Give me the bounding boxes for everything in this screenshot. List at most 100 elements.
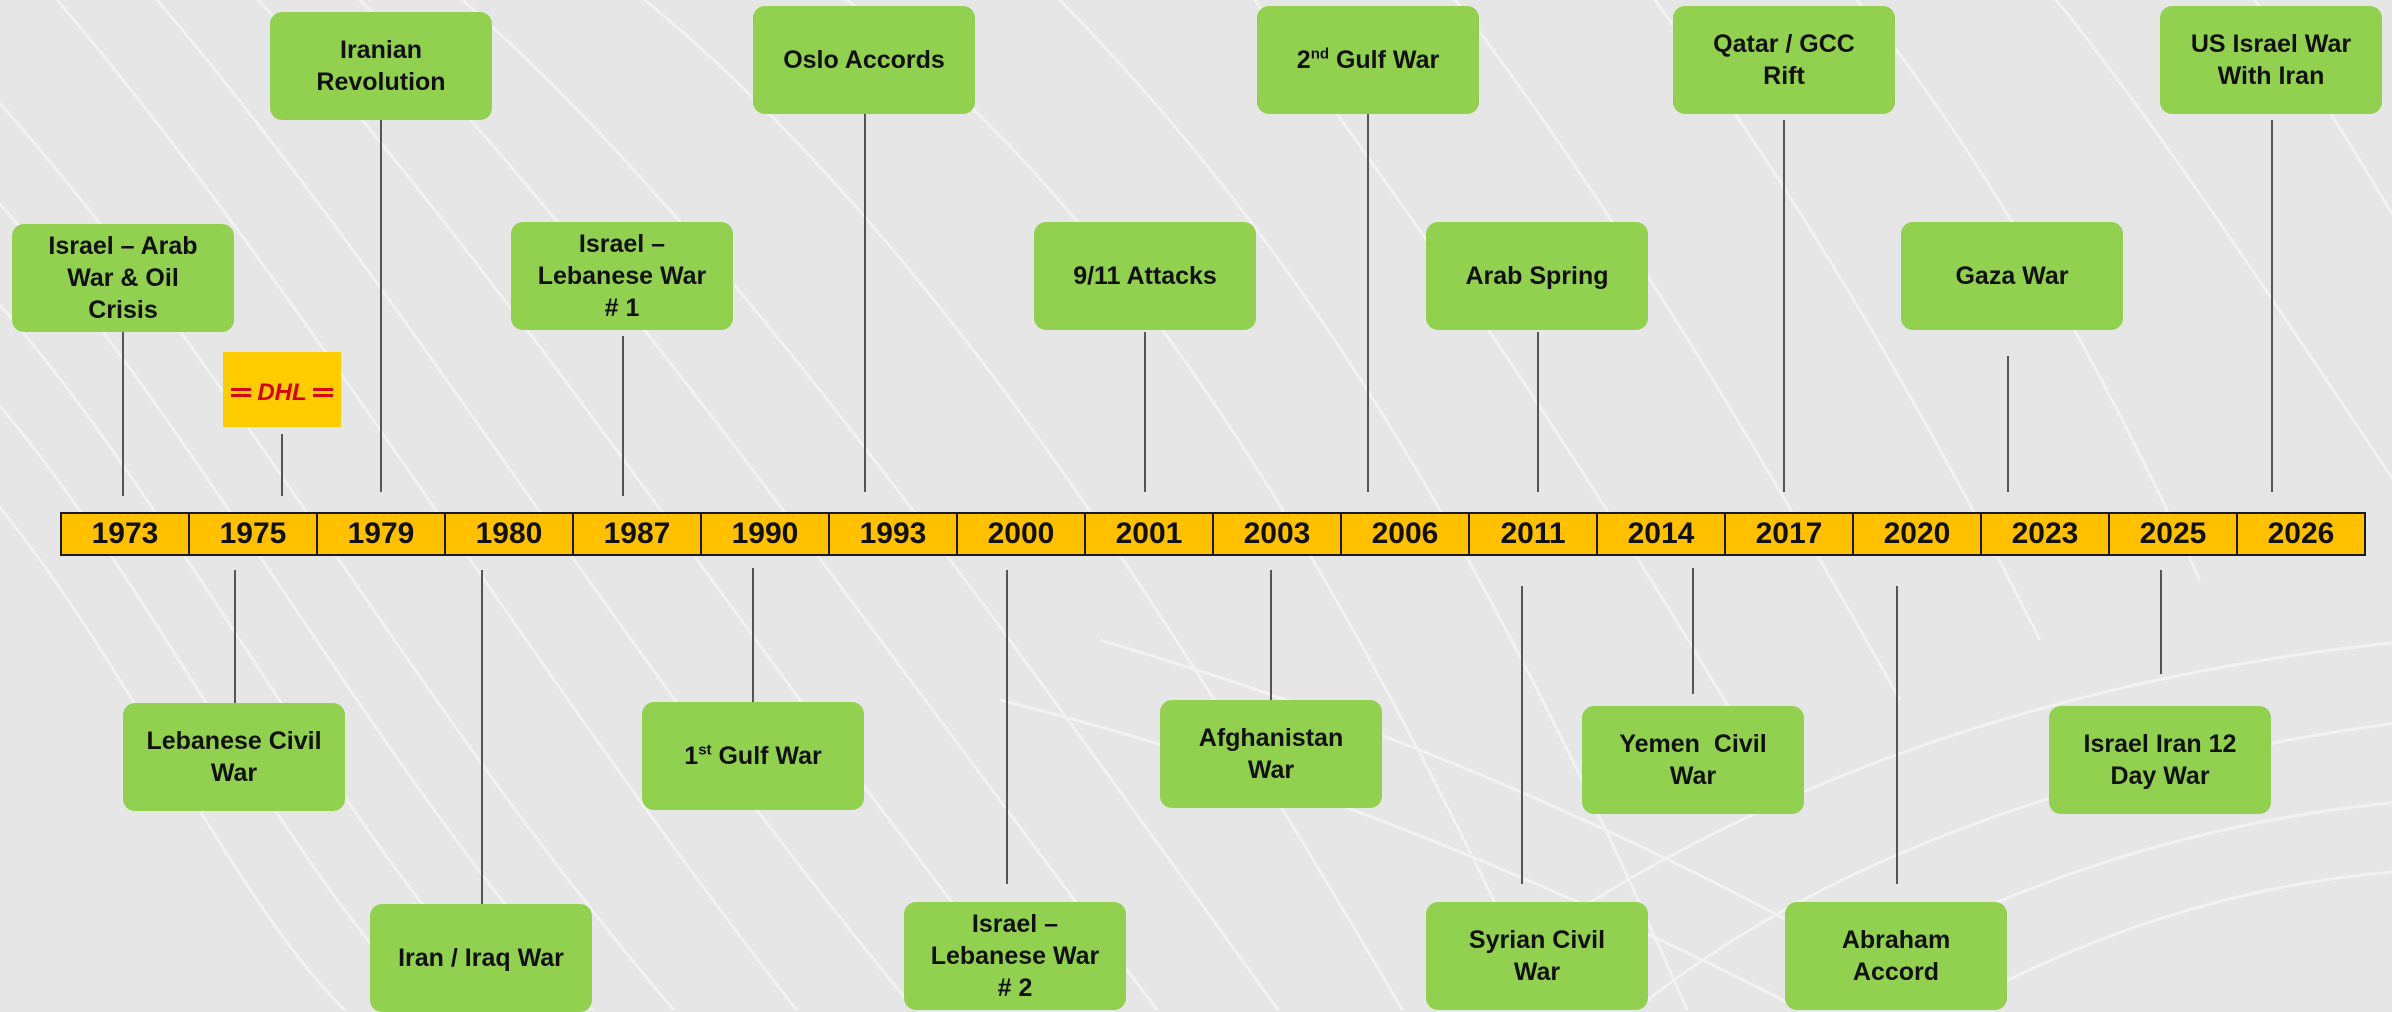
connector-line — [1521, 586, 1523, 884]
event-label: Oslo Accords — [783, 46, 945, 74]
year-cell: 2025 — [2110, 514, 2238, 554]
connector-line — [2007, 356, 2009, 492]
svg-text:DHL: DHL — [257, 379, 306, 406]
year-cell: 1990 — [702, 514, 830, 554]
event-lebanese-civil-war: Lebanese Civil War — [123, 703, 345, 811]
connector-line — [1367, 114, 1369, 492]
connector-line — [864, 114, 866, 492]
event-iranian-revolution: Iranian Revolution — [270, 12, 492, 120]
event-israel-lebanese-war-2: Israel – Lebanese War # 2 — [904, 902, 1126, 1010]
event-arab-spring: Arab Spring — [1426, 222, 1648, 330]
connector-line — [2160, 570, 2162, 674]
connector-line — [234, 570, 236, 704]
connector-line — [622, 336, 624, 496]
event-label-line: Lebanese Civil — [146, 727, 322, 755]
connector-line — [1006, 570, 1008, 884]
dhl-logo-mark: DHL — [231, 379, 333, 406]
year-cell: 2001 — [1086, 514, 1214, 554]
event-label-line: Afghanistan — [1198, 724, 1344, 752]
event-label-line: War & Oil — [67, 264, 179, 292]
event-label: 9/11 Attacks — [1073, 262, 1217, 290]
event-label: Israel – Lebanese War # 2 — [931, 908, 1100, 1004]
event-label-line: Rift — [1763, 62, 1805, 90]
event-label: Yemen Civil War — [1619, 728, 1766, 792]
ordinal-number: 1 — [684, 742, 699, 770]
event-label: Lebanese Civil War — [146, 725, 321, 789]
year-cell: 2000 — [958, 514, 1086, 554]
event-label-line: War — [1669, 762, 1717, 790]
connector-line — [1783, 120, 1785, 492]
year-cell: 1979 — [318, 514, 446, 554]
event-label-line: War — [1513, 958, 1561, 986]
event-2nd-gulf-war: 2nd Gulf War — [1257, 6, 1479, 114]
year-cell: 2014 — [1598, 514, 1726, 554]
ordinal-suffix: st — [698, 741, 712, 759]
event-gaza-war: Gaza War — [1901, 222, 2123, 330]
event-label-line: War — [1247, 756, 1295, 784]
event-label-line: Israel Iran 12 — [2083, 730, 2237, 758]
event-label: Afghanistan War — [1199, 722, 1343, 786]
event-label: US Israel War With Iran — [2191, 28, 2351, 92]
event-qatar-gcc-rift: Qatar / GCC Rift — [1673, 6, 1895, 114]
connector-line — [281, 434, 283, 496]
connector-line — [122, 332, 124, 496]
event-label: Iran / Iraq War — [398, 944, 564, 972]
event-label-line: Lebanese War — [537, 262, 707, 290]
event-label: Israel – Arab War & Oil Crisis — [48, 230, 197, 326]
event-label-line: Israel – — [578, 230, 666, 258]
event-label: Syrian Civil War — [1469, 924, 1605, 988]
year-cell: 1993 — [830, 514, 958, 554]
event-label: Abraham Accord — [1842, 924, 1950, 988]
event-label-line: Israel – Arab — [48, 232, 198, 260]
connector-line — [1692, 568, 1694, 694]
event-label: Qatar / GCC Rift — [1713, 28, 1855, 92]
year-cell: 2011 — [1470, 514, 1598, 554]
event-911-attacks: 9/11 Attacks — [1034, 222, 1256, 330]
event-label-text: Gulf War — [1329, 46, 1440, 74]
event-label-text: Gulf War — [711, 742, 822, 770]
event-label-line: Yemen Civil — [1619, 730, 1767, 758]
connector-line — [481, 570, 483, 904]
event-label-line: Israel – — [971, 910, 1059, 938]
event-label: 2nd Gulf War — [1297, 44, 1439, 76]
event-label-line: Abraham — [1841, 926, 1951, 954]
year-cell: 1987 — [574, 514, 702, 554]
connector-line — [752, 568, 754, 702]
year-cell: 2020 — [1854, 514, 1982, 554]
event-label-line: War — [210, 759, 258, 787]
connector-line — [2271, 120, 2273, 492]
year-cell: 2003 — [1214, 514, 1342, 554]
event-iran-iraq-war: Iran / Iraq War — [370, 904, 592, 1012]
event-label: Gaza War — [1955, 262, 2069, 290]
event-yemen-civil-war: Yemen Civil War — [1582, 706, 1804, 814]
event-label-line: Revolution — [316, 68, 446, 96]
event-label: Iranian Revolution — [316, 34, 445, 98]
event-label: Israel Iran 12 Day War — [2084, 728, 2237, 792]
event-label: 1st Gulf War — [684, 740, 821, 772]
event-label-line: Syrian Civil — [1468, 926, 1606, 954]
event-oslo-accords: Oslo Accords — [753, 6, 975, 114]
event-label-line: Qatar / GCC — [1713, 30, 1855, 58]
dhl-logo: DHL — [223, 352, 341, 427]
event-label-line: With Iran — [2217, 62, 2325, 90]
event-label: Israel – Lebanese War # 1 — [538, 228, 707, 324]
event-label: Arab Spring — [1465, 262, 1609, 290]
event-label-line: # 2 — [997, 974, 1033, 1002]
timeline-year-bar: 1973 1975 1979 1980 1987 1990 1993 2000 … — [60, 512, 2366, 556]
year-cell: 2026 — [2267, 517, 2335, 550]
connector-line — [380, 120, 382, 492]
event-israel-arab-war: Israel – Arab War & Oil Crisis — [12, 224, 234, 332]
event-us-israel-war-iran: US Israel War With Iran — [2160, 6, 2382, 114]
event-syrian-civil-war: Syrian Civil War — [1426, 902, 1648, 1010]
connector-line — [1270, 570, 1272, 700]
event-afghanistan-war: Afghanistan War — [1160, 700, 1382, 808]
connector-line — [1537, 332, 1539, 492]
event-label-line: Iranian — [340, 36, 422, 64]
event-israel-iran-12-day-war: Israel Iran 12 Day War — [2049, 706, 2271, 814]
event-1st-gulf-war: 1st Gulf War — [642, 702, 864, 810]
event-label-line: US Israel War — [2190, 30, 2352, 58]
ordinal-suffix: nd — [1310, 45, 1330, 63]
event-label-line: Day War — [2110, 762, 2210, 790]
event-abraham-accord: Abraham Accord — [1785, 902, 2007, 1010]
